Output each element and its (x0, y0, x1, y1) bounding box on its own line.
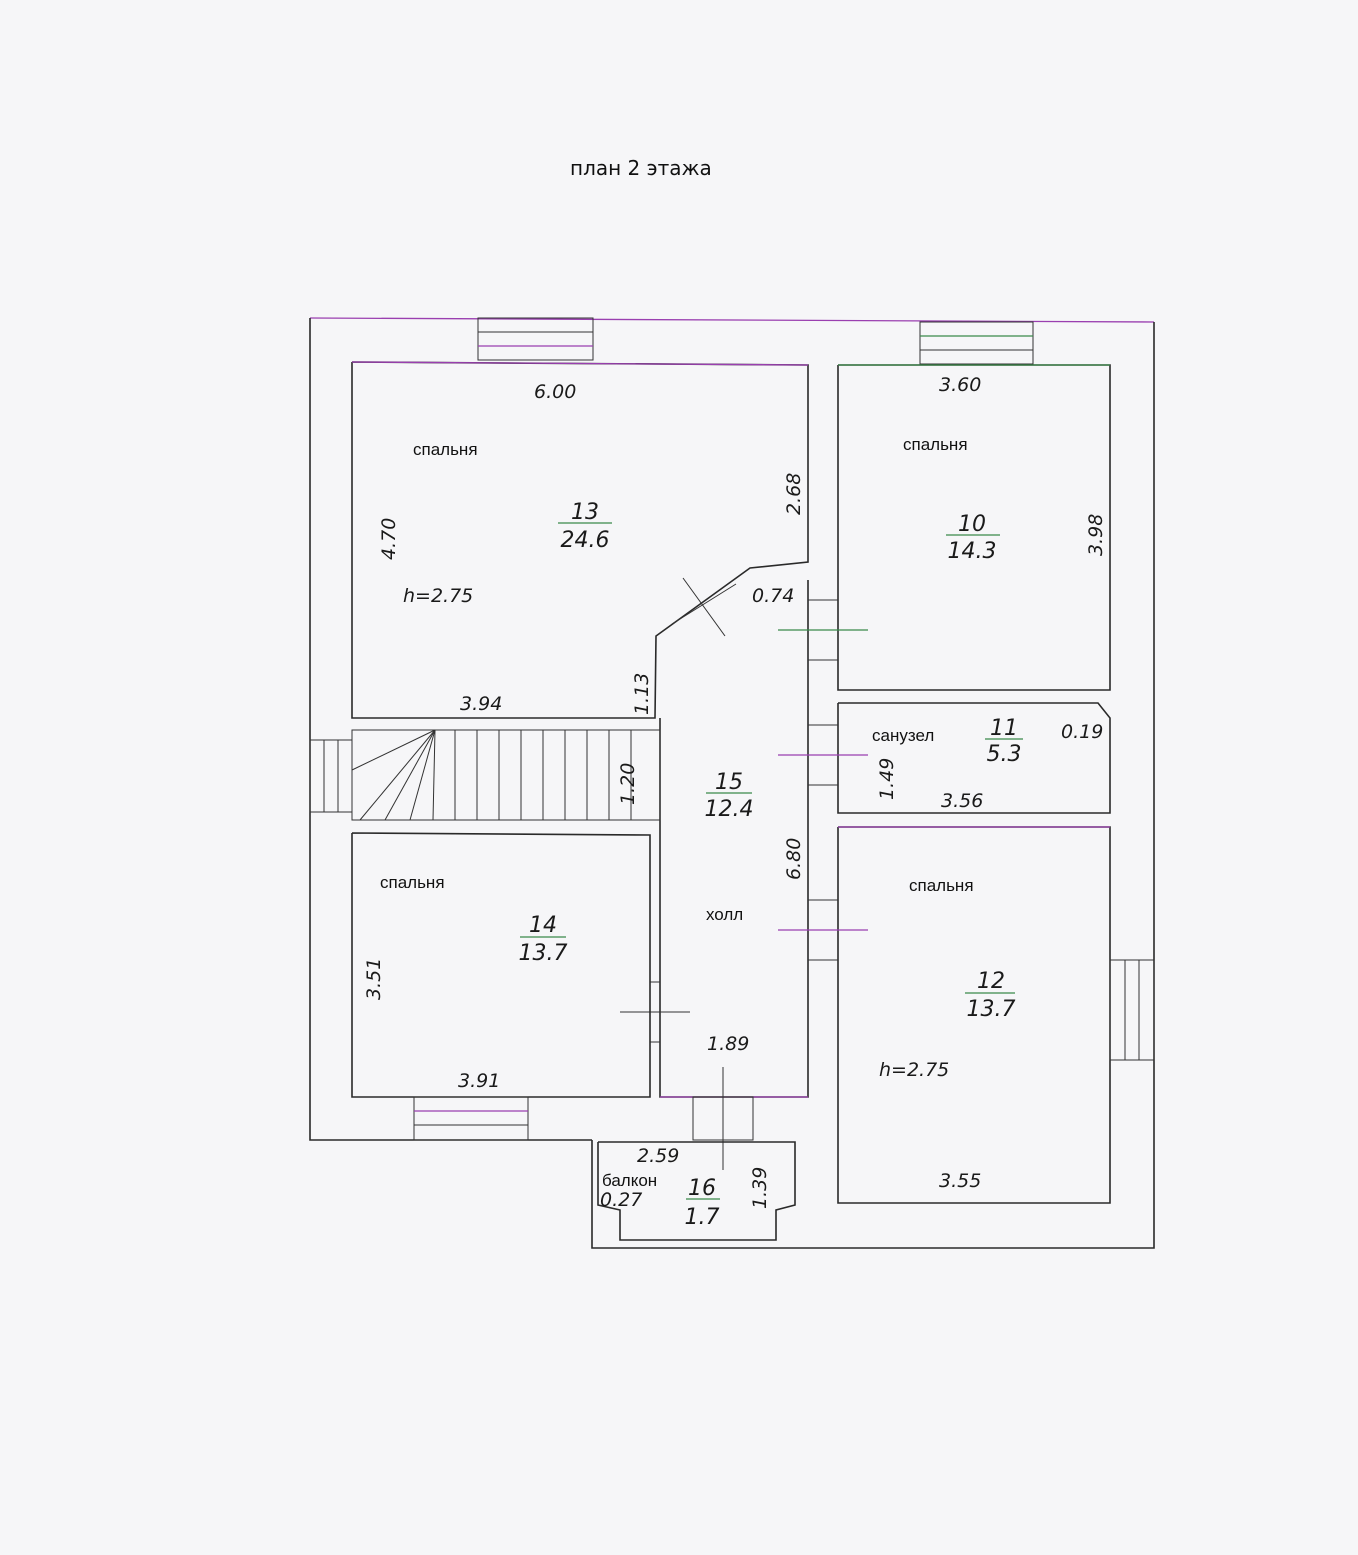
staircase (351, 729, 661, 821)
dim-3-51: 3.51 (363, 958, 385, 1000)
dim-1-39: 1.39 (749, 1167, 771, 1209)
room-13-name: спальня (413, 440, 478, 459)
room-11-area: 5.3 (987, 742, 1022, 767)
dim-1-89: 1.89 (707, 1033, 749, 1055)
dim-0-27: 0.27 (600, 1189, 642, 1211)
dim-0-74: 0.74 (752, 585, 794, 607)
dim-6-00: 6.00 (534, 381, 576, 403)
dim-3-55: 3.55 (939, 1170, 981, 1192)
room-16-area: 1.7 (685, 1205, 720, 1230)
dim-1-49: 1.49 (876, 758, 898, 800)
room-13-area: 24.6 (561, 528, 610, 553)
room-14-name: спальня (380, 873, 445, 892)
window-top-right (919, 321, 1034, 365)
room-12-area: 13.7 (967, 997, 1016, 1022)
room-15-name: холл (706, 905, 743, 924)
room-12-walls (837, 826, 1111, 1204)
dim-1-20: 1.20 (617, 763, 639, 805)
room-11-walls (837, 702, 1111, 814)
room-16-name: балкон (602, 1171, 657, 1190)
window-right (1109, 959, 1155, 1061)
dim-3-94: 3.94 (460, 693, 502, 715)
room-15-number: 15 (715, 770, 743, 795)
doors (620, 599, 868, 1043)
dim-1-13: 1.13 (631, 673, 653, 715)
dim-2-68: 2.68 (783, 473, 805, 515)
room-13-height: h=2.75 (403, 585, 473, 607)
dim-0-19: 0.19 (1061, 721, 1103, 743)
dim-6-80: 6.80 (783, 838, 805, 880)
balcony-door (692, 1067, 754, 1170)
room-10-area: 14.3 (948, 539, 997, 564)
dim-3-56: 3.56 (941, 790, 983, 812)
room-15-area: 12.4 (705, 797, 754, 822)
page-title: план 2 этажа (570, 156, 712, 180)
balcony-walls (597, 1141, 796, 1241)
dim-3-98: 3.98 (1085, 514, 1107, 556)
number-underlines (520, 522, 1023, 1200)
room-11-number: 11 (990, 716, 1018, 741)
window-top-left (477, 317, 594, 361)
room-12-height: h=2.75 (879, 1059, 949, 1081)
window-bottom-left (413, 1096, 529, 1141)
room-10-number: 10 (958, 512, 986, 537)
room-12-number: 12 (977, 969, 1005, 994)
dim-3-91: 3.91 (458, 1070, 500, 1092)
room-13-walls (351, 361, 809, 719)
dim-2-59: 2.59 (637, 1145, 679, 1167)
dim-3-60: 3.60 (939, 374, 981, 396)
room-14-area: 13.7 (519, 941, 568, 966)
room-12-name: спальня (909, 876, 974, 895)
room-10-walls (837, 364, 1111, 691)
room-13-number: 13 (571, 500, 599, 525)
room-16-number: 16 (688, 1176, 716, 1201)
room-14-number: 14 (529, 913, 557, 938)
window-left (309, 739, 353, 813)
room-14-walls (351, 832, 651, 1098)
room-10-name: спальня (903, 435, 968, 454)
room-11-name: санузел (872, 726, 934, 745)
dim-4-70: 4.70 (378, 518, 400, 560)
